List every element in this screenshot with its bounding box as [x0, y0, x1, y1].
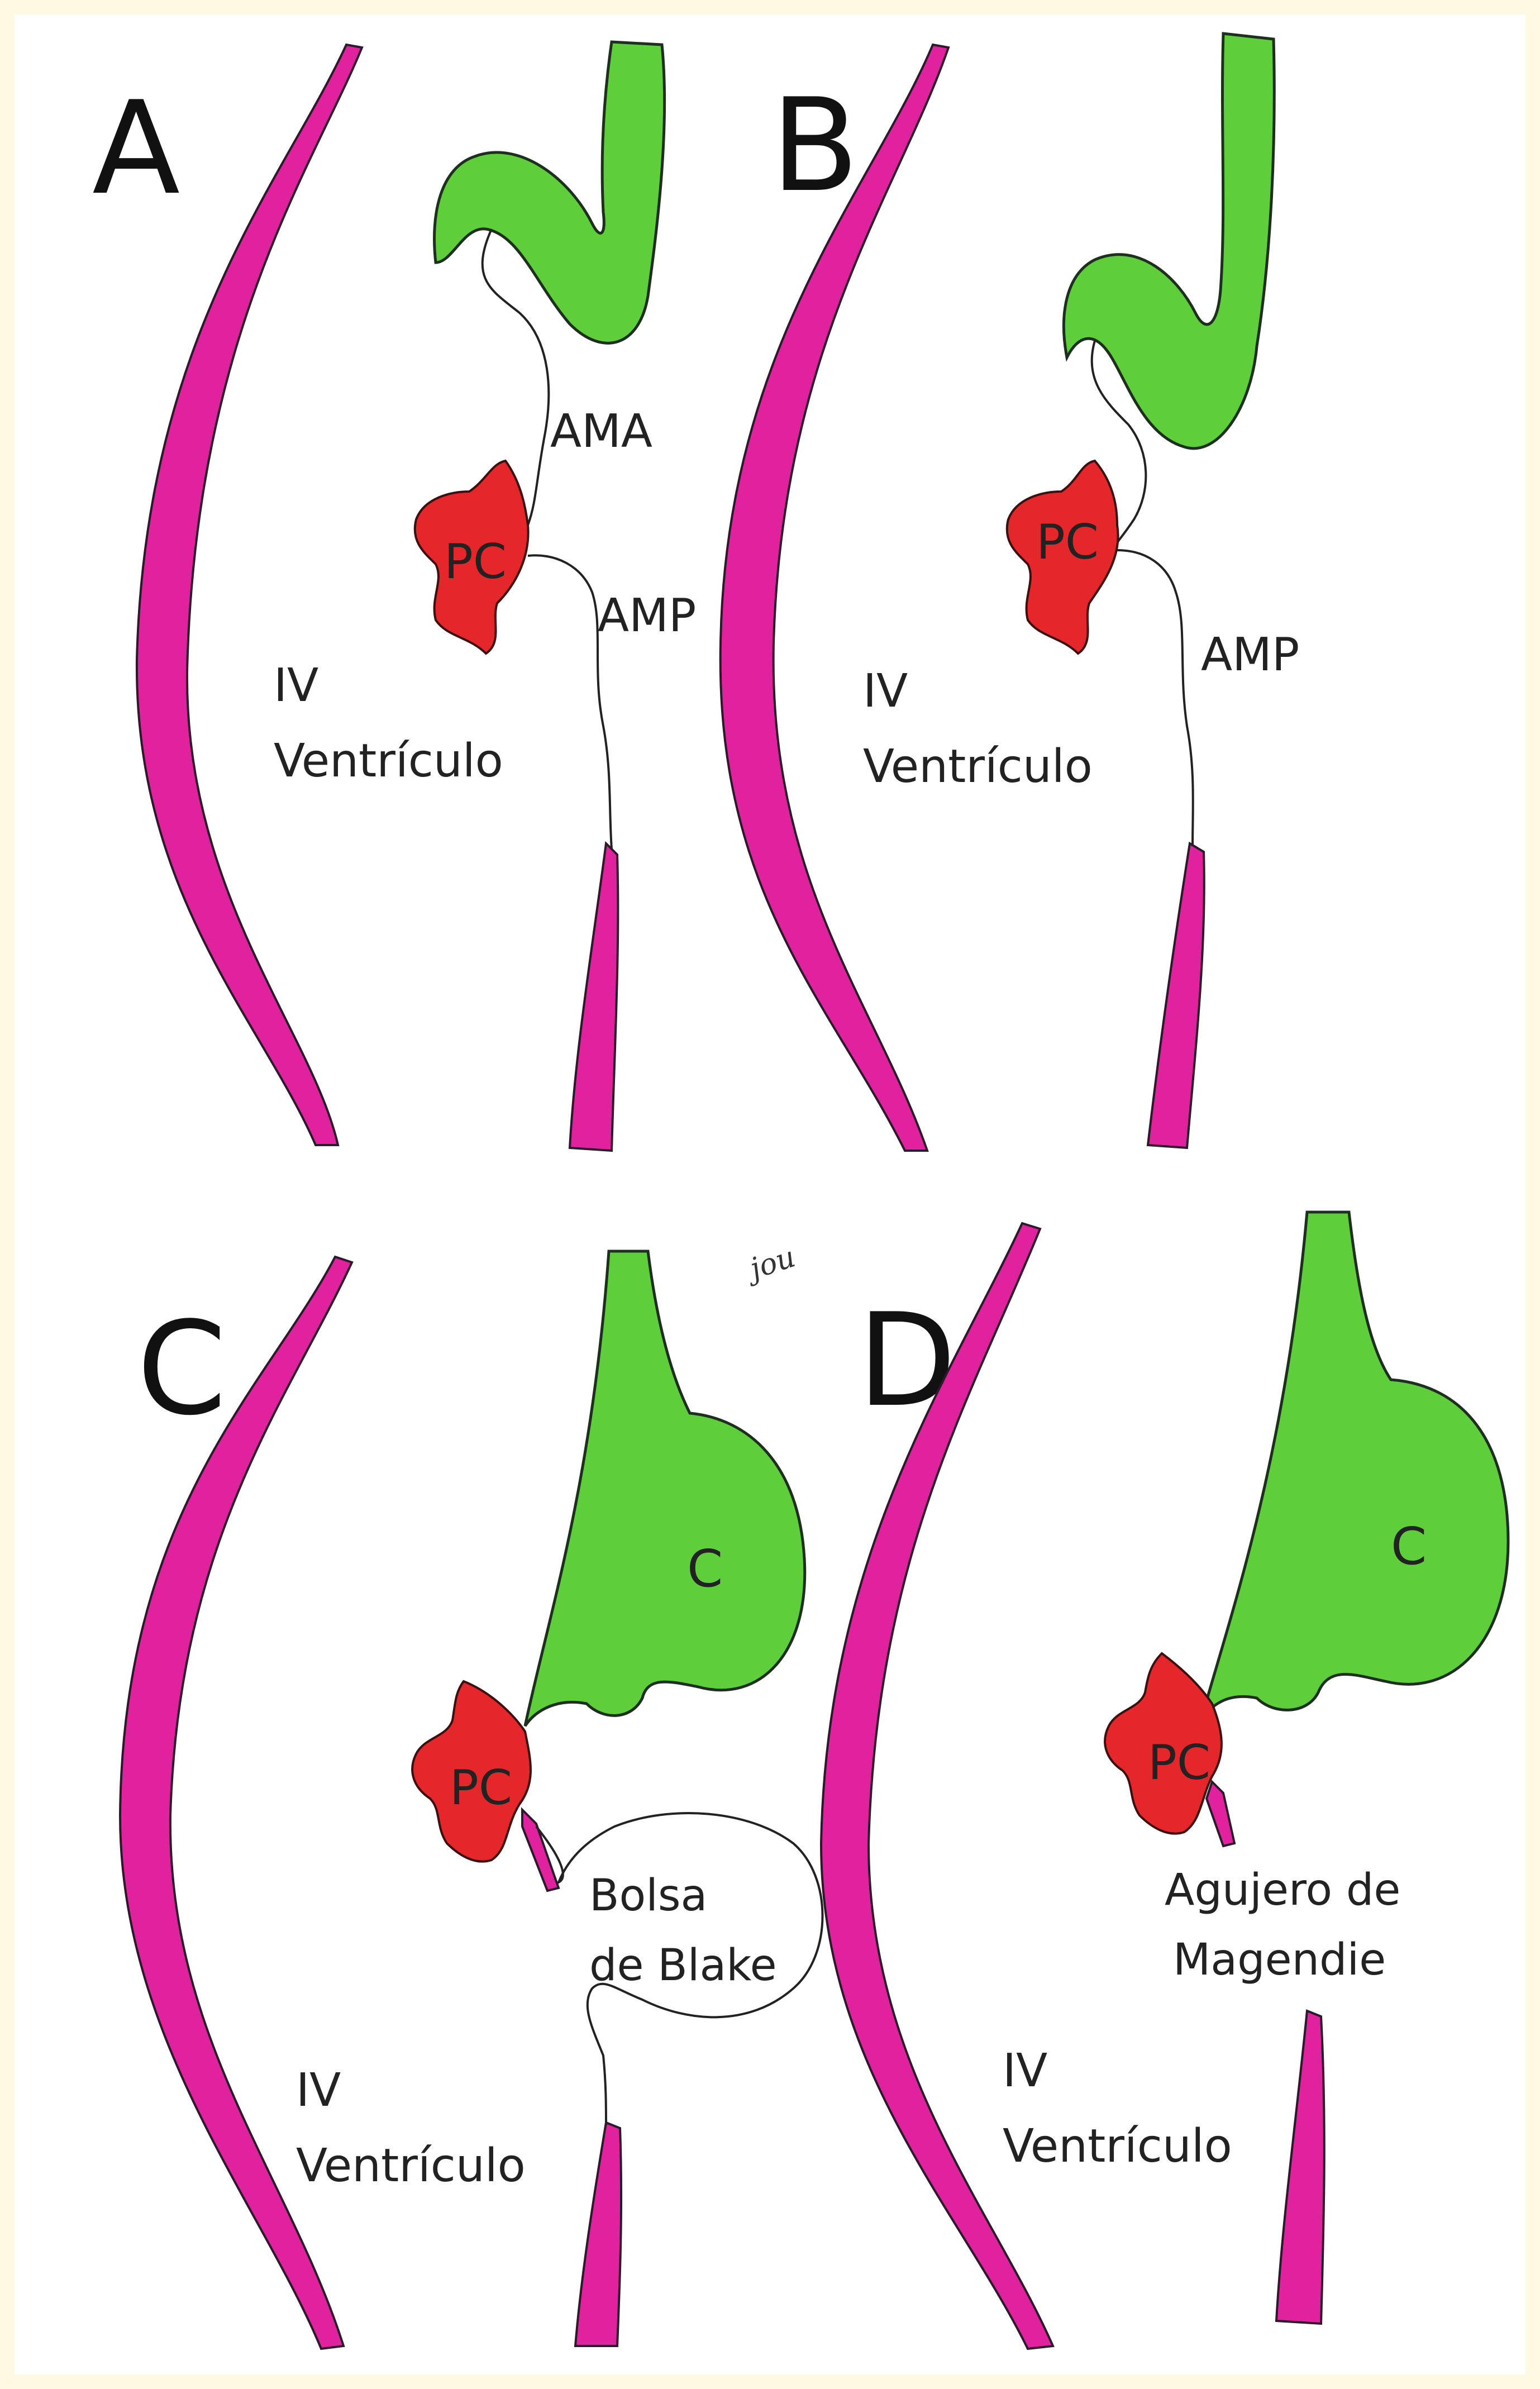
panel-c-ventricle-line1: IV	[296, 2064, 341, 2117]
panel-d-ventricle-line2: Ventrículo	[1003, 2120, 1232, 2173]
panel-a-lower-segment	[570, 843, 618, 1151]
panel-c-lower-segment	[575, 2123, 621, 2346]
panel-d-vermis-label: C	[1391, 1517, 1427, 1576]
panel-a-ventricle-line2: Ventrículo	[274, 735, 503, 788]
panel-b: B PC AMP IV Ventrículo	[721, 34, 1300, 1151]
panel-d-tela	[1207, 1782, 1234, 1846]
panel-b-vermis	[1064, 34, 1274, 449]
panel-b-amp-membrane	[1117, 550, 1193, 846]
panel-c-pc-label: PC	[450, 1760, 512, 1816]
panel-b-letter: B	[771, 71, 859, 221]
panel-a-ama-label: AMA	[550, 405, 652, 458]
panel-a-ventricle-line1: IV	[274, 659, 318, 712]
panel-b-ventricle-line1: IV	[863, 665, 908, 718]
panel-a-amp-label: AMP	[598, 589, 696, 642]
panel-b-pc-label: PC	[1036, 514, 1099, 570]
panel-a: A PC AMA AMP IV Ventrículo	[92, 42, 696, 1151]
panel-b-ventricle-line2: Ventrículo	[863, 740, 1093, 793]
panel-d-vermis	[1201, 1212, 1508, 1720]
panel-d-pc-label: PC	[1148, 1735, 1210, 1791]
panel-d-brainstem	[821, 1223, 1053, 2349]
panel-a-vermis	[435, 42, 665, 343]
panel-d-foramen-line2: Magendie	[1173, 1935, 1386, 1985]
panel-d-ventricle-line1: IV	[1003, 2044, 1047, 2097]
panel-c-vermis	[525, 1251, 805, 1726]
panel-c-vermis-label: C	[687, 1539, 723, 1599]
artist-signature: jou	[741, 1240, 799, 1288]
panel-d: D C PC Agujero de Magendie IV Ventrículo	[821, 1212, 1508, 2349]
panel-b-amp-label: AMP	[1201, 628, 1299, 681]
panel-d-lower-segment	[1276, 2011, 1324, 2324]
panel-d-foramen-line1: Agujero de	[1165, 1865, 1400, 1915]
panel-b-lower-segment	[1148, 843, 1204, 1148]
panel-a-pc-label: PC	[444, 534, 507, 590]
panel-c-pouch-line2: de Blake	[589, 1940, 777, 1991]
panel-c-letter: C	[137, 1295, 227, 1444]
panel-c: C C PC Bolsa de Blake IV Ventrículo	[120, 1251, 823, 2349]
panel-a-letter: A	[92, 74, 180, 223]
panel-c-ventricle-line2: Ventrículo	[296, 2139, 526, 2192]
panel-c-pouch-line1: Bolsa	[589, 1871, 707, 1921]
